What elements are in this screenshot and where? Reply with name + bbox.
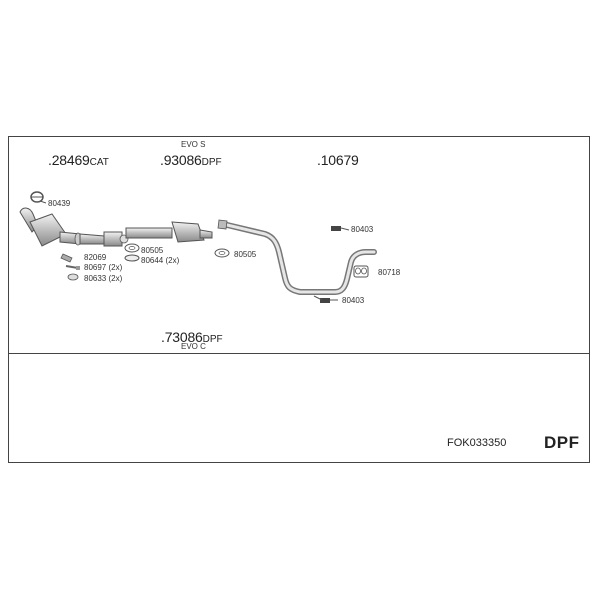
variant-label-evo-s: EVO S	[181, 140, 206, 149]
part-label-93086[interactable]: .93086DPF	[160, 153, 222, 169]
clamp-80439-icon[interactable]	[30, 191, 47, 204]
catalytic-converter-icon[interactable]	[19, 207, 129, 247]
section-divider	[8, 353, 590, 354]
ref-80644[interactable]: 80644 (2x)	[141, 256, 180, 265]
hanger-80403-bottom-icon[interactable]	[313, 295, 338, 303]
ref-80439[interactable]: 80439	[48, 199, 71, 208]
ref-80505-b[interactable]: 80505	[234, 250, 257, 259]
kit-code: FOK033350	[447, 437, 507, 449]
hanger-80403-top-icon[interactable]	[331, 226, 350, 231]
part-number: .10679	[317, 152, 359, 168]
nut-80633-icon[interactable]	[67, 273, 79, 281]
rubber-mount-80718-icon[interactable]	[353, 265, 369, 278]
exhaust-pipe-icon[interactable]	[217, 219, 377, 295]
part-label-73086[interactable]: .73086DPF	[161, 330, 223, 346]
ref-80505-a[interactable]: 80505	[141, 246, 164, 255]
kit-type: DPF	[544, 433, 580, 452]
ref-80633[interactable]: 80633 (2x)	[84, 274, 123, 283]
ref-82069[interactable]: 82069	[84, 253, 107, 262]
part-number: .93086	[160, 152, 202, 168]
part-suffix: DPF	[201, 157, 222, 168]
gasket-80505-icon[interactable]	[124, 243, 140, 253]
part-suffix: DPF	[202, 334, 223, 345]
gasket-80644-icon[interactable]	[124, 254, 140, 262]
part-suffix: CAT	[89, 157, 109, 168]
gasket-80505-right-icon[interactable]	[214, 248, 230, 258]
ref-80697[interactable]: 80697 (2x)	[84, 263, 123, 272]
ref-80718[interactable]: 80718	[378, 268, 401, 277]
ref-80403-a[interactable]: 80403	[351, 225, 374, 234]
ref-80403-b[interactable]: 80403	[342, 296, 365, 305]
diagram-frame	[8, 136, 590, 463]
dpf-filter-icon[interactable]	[125, 221, 213, 243]
part-number: .73086	[161, 329, 203, 345]
gasket-82069-icon[interactable]	[60, 253, 73, 263]
part-label-28469[interactable]: .28469CAT	[48, 153, 109, 169]
part-number: .28469	[48, 152, 90, 168]
bolt-80697-icon[interactable]	[65, 265, 80, 270]
variant-label-evo-c: EVO C	[181, 342, 206, 351]
part-label-10679[interactable]: .10679	[317, 153, 359, 169]
